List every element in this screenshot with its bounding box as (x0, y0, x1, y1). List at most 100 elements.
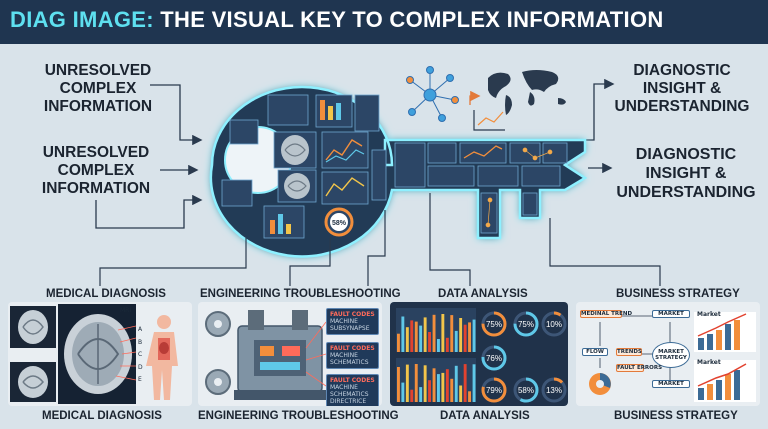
callout-line: SCHEMATICS (330, 359, 369, 366)
callout-line: SCHEMATICS (330, 391, 369, 398)
data-top-label: DATA ANALYSIS (438, 288, 528, 300)
mri-tag: E (138, 376, 142, 383)
callout-line: DIRECTRICE (330, 398, 367, 405)
medical-top-label: MEDICAL DIAGNOSIS (46, 288, 166, 300)
output-text-1: DIAGNOSTIC INSIGHT & UNDERSTANDING (608, 62, 756, 116)
medical-bottom-label: MEDICAL DIAGNOSIS (42, 410, 162, 422)
decor-bar (454, 330, 458, 352)
output-text-line: DIAGNOSTIC (635, 146, 737, 163)
output-text-line: UNDERSTANDING (616, 184, 756, 201)
input-connectors (95, 84, 203, 229)
scan-tag: MRI (120, 307, 132, 314)
gauge-arc (481, 311, 507, 337)
decor-bar (397, 333, 400, 352)
machine-illustration (205, 310, 327, 400)
output-text-line: INSIGHT & (645, 165, 727, 182)
callout-title: FAULT CODES (330, 311, 375, 318)
decor-bar (441, 314, 445, 352)
gauge-arc (481, 345, 507, 371)
decor-bar (450, 378, 454, 402)
key-diagram: 58% (95, 66, 661, 286)
title-accent: DIAG IMAGE: (10, 7, 154, 32)
callout-title: FAULT CODES (330, 377, 375, 384)
fault-callout-3: FAULT CODES MACHINE SCHEMATICS DIRECTRIC… (326, 374, 379, 406)
callout-line: MACHINE (330, 318, 358, 325)
fault-callout-2: FAULT CODES MACHINE SCHEMATICS (326, 342, 379, 369)
decor-bar (405, 327, 409, 352)
gauge-label: 79% (486, 386, 502, 395)
decor-bar (441, 372, 445, 402)
decor-bar (397, 367, 400, 402)
data-dashboard: 75% 75% 10% 76% 79% 58% 13% (396, 308, 567, 403)
gauge-label: 58% (518, 386, 534, 395)
network-icon (406, 66, 459, 122)
input-text-line: INFORMATION (43, 98, 153, 115)
decor-bar (472, 319, 476, 352)
decor-bar (450, 315, 454, 352)
business-bottom-label: BUSINESS STRATEGY (614, 410, 738, 422)
decor-bar (405, 364, 409, 402)
gauge-arc (513, 311, 539, 337)
decor-bar (410, 320, 414, 352)
gauge-label: 75% (486, 320, 502, 329)
node-medinal-trend: MEDINAL TREND (580, 310, 633, 318)
callout-line: MACHINE (330, 384, 358, 391)
gauge-label: 76% (486, 354, 502, 363)
decor-bar (419, 387, 423, 402)
title-banner: DIAG IMAGE: THE VISUAL KEY TO COMPLEX IN… (0, 0, 768, 44)
gauge-label: 10% (546, 320, 562, 329)
output-text-2: DIAGNOSTIC INSIGHT & UNDERSTANDING (612, 145, 760, 202)
output-text-line: UNDERSTANDING (614, 98, 750, 115)
gauge-arc (541, 311, 567, 337)
gauge-label: 75% (518, 320, 534, 329)
decor-bar (401, 382, 405, 402)
input-text-line: COMPLEX (59, 80, 137, 97)
decor-bar (437, 339, 440, 352)
decor-bar (428, 332, 431, 352)
data-bottom-label: DATA ANALYSIS (440, 410, 530, 422)
decor-bar (419, 325, 423, 352)
decor-bar (428, 380, 431, 402)
decor-bar (445, 337, 449, 352)
gauge-set: 75% 75% 10% 76% 79% 58% 13% (481, 311, 567, 403)
node-trends: TRENDS (616, 348, 642, 356)
node-fault-errors: FAULT ERRORS (616, 364, 663, 372)
decor-bar (432, 368, 436, 402)
decor-bar (432, 314, 436, 352)
mini-chart-icon (473, 110, 505, 131)
fault-callout-1: FAULT CODES MACHINE SUBSYNAPSE (326, 308, 379, 335)
business-illustration (589, 312, 756, 402)
decor-bar (468, 322, 471, 352)
decor-bar (468, 391, 471, 402)
key-tiles (221, 94, 568, 239)
decor-bar (423, 365, 427, 402)
input-text-1: UNRESOLVED COMPLEX INFORMATION (18, 62, 178, 116)
decor-bar (414, 321, 418, 352)
callout-title: FAULT CODES (330, 345, 375, 352)
decor-bar (459, 318, 463, 352)
engineering-panel: FAULT CODES MACHINE SUBSYNAPSE FAULT COD… (198, 302, 382, 406)
callout-line: MACHINE (330, 352, 358, 359)
business-panel: MEDINAL TREND MARKET FLOW TRENDS MARKET … (576, 302, 760, 406)
output-text-line: INSIGHT & (642, 80, 722, 97)
decor-bar (463, 364, 467, 402)
title-rest: THE VISUAL KEY TO COMPLEX INFORMATION (153, 7, 664, 32)
decor-bar (445, 369, 449, 402)
gauge-label: 13% (546, 386, 562, 395)
input-text-line: UNRESOLVED (42, 144, 150, 161)
medical-illustration (10, 304, 178, 404)
node-market-bottom: MARKET (652, 380, 690, 388)
page-title: DIAG IMAGE: THE VISUAL KEY TO COMPLEX IN… (10, 7, 664, 33)
decor-bar (459, 385, 463, 402)
key-badge (330, 213, 348, 231)
node-market-strategy: MARKET STRATEGY (652, 342, 690, 368)
decor-bar (463, 324, 467, 352)
decor-bar (414, 364, 418, 402)
market-chart-title-1: Market (697, 311, 721, 318)
node-flow: FLOW (582, 348, 608, 356)
node-market-top: MARKET (652, 310, 690, 318)
medical-panel: MRI A B C D E (8, 302, 192, 406)
decor-bar (401, 316, 405, 352)
decor-bar (454, 365, 458, 402)
key-badge-text: 58% (332, 220, 347, 227)
